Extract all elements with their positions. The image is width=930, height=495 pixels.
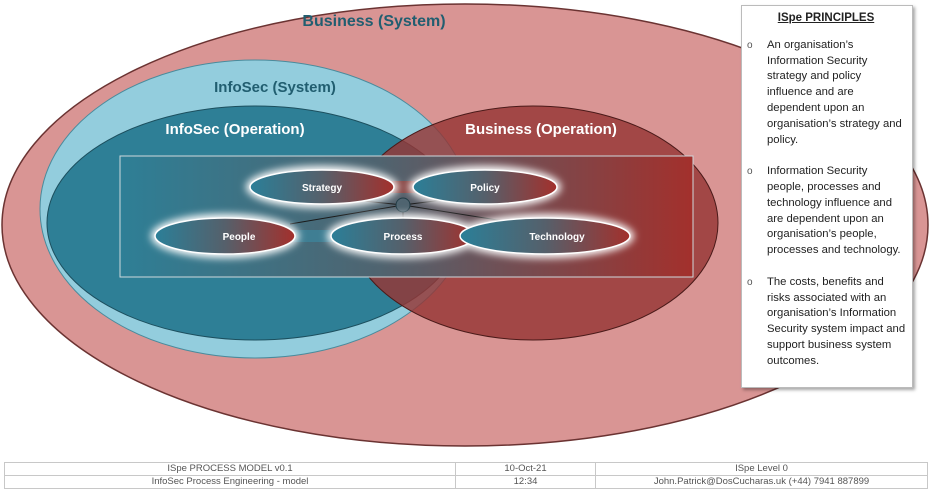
principle-item: o An organisation’s Information Security… bbox=[746, 38, 906, 149]
model-title: ISpe PROCESS MODEL v0.1 bbox=[4, 462, 456, 476]
policy-node bbox=[412, 169, 558, 205]
business-operation-label: Business (Operation) bbox=[465, 121, 617, 138]
business-system-label: Business (System) bbox=[302, 13, 445, 30]
people-node bbox=[154, 217, 296, 255]
bullet-icon: o bbox=[747, 166, 753, 178]
principle-item: o Information Security people, processes… bbox=[746, 164, 906, 259]
infosec-operation-label: InfoSec (Operation) bbox=[165, 121, 304, 138]
hub-node bbox=[395, 197, 411, 213]
contact: John.Patrick@DosCucharas.uk (+44) 7941 8… bbox=[595, 475, 928, 489]
footer-row: ISpe PROCESS MODEL v0.1 10-Oct-21 ISpe L… bbox=[4, 462, 928, 476]
footer-row: InfoSec Process Engineering - model 12:3… bbox=[4, 475, 928, 489]
strategy-node bbox=[249, 169, 395, 205]
principle-text: The costs, benefits and risks associated… bbox=[767, 275, 906, 367]
policy-label: Policy bbox=[470, 183, 500, 194]
level: ISpe Level 0 bbox=[595, 462, 928, 476]
bullet-icon: o bbox=[747, 276, 753, 288]
time: 12:34 bbox=[455, 475, 596, 489]
strategy-label: Strategy bbox=[302, 183, 342, 194]
model-subtitle: InfoSec Process Engineering - model bbox=[4, 475, 456, 489]
principles-title: ISpe PRINCIPLES bbox=[777, 12, 875, 24]
principle-item: o The costs, benefits and risks associat… bbox=[746, 275, 906, 370]
isms-diagram: Business (System) InfoSec (System) InfoS… bbox=[1, 3, 929, 447]
infosec-system-label: InfoSec (System) bbox=[214, 79, 336, 96]
date: 10-Oct-21 bbox=[455, 462, 596, 476]
principle-text: Information Security people, processes a… bbox=[767, 165, 901, 257]
technology-node bbox=[459, 217, 631, 255]
technology-label: Technology bbox=[529, 232, 585, 243]
bullet-icon: o bbox=[747, 39, 753, 51]
process-label: Process bbox=[384, 232, 423, 243]
people-label: People bbox=[223, 232, 256, 243]
principle-text: An organisation’s Information Security s… bbox=[767, 38, 902, 146]
footer-table: ISpe PROCESS MODEL v0.1 10-Oct-21 ISpe L… bbox=[4, 462, 928, 489]
principles-panel: ISpe PRINCIPLES o An organisation’s Info… bbox=[741, 5, 913, 388]
